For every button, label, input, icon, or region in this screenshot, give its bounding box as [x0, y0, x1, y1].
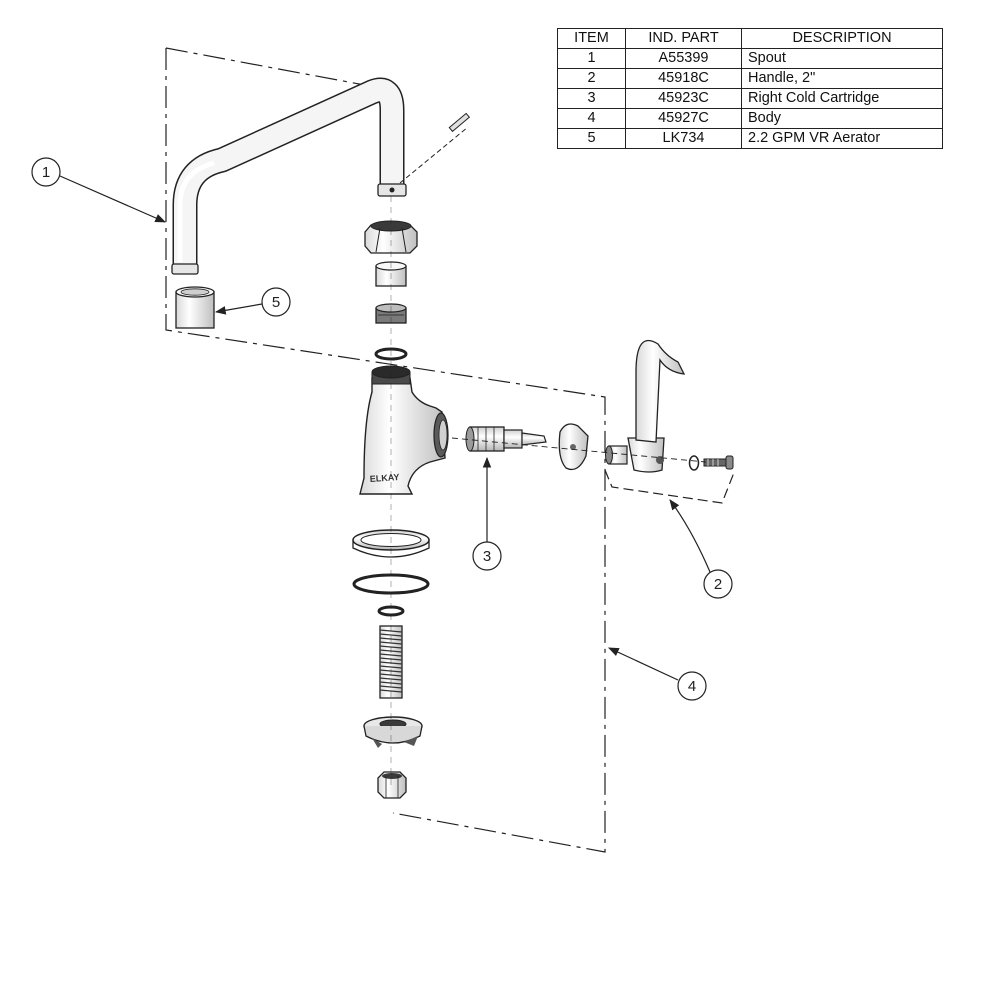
- part-description: Spout: [741, 48, 943, 69]
- item-number: 3: [557, 88, 626, 109]
- faucet-body: ELKAY: [359, 365, 449, 495]
- part-number: 45923C: [625, 88, 742, 109]
- svg-text:1: 1: [42, 164, 50, 181]
- cartridge: [465, 426, 547, 452]
- table-row: 5 LK734 2.2 GPM VR Aerator: [557, 128, 943, 149]
- coupling-nut: [364, 220, 418, 254]
- supply-hex-nut: [377, 771, 407, 799]
- table-row: 3 45923C Right Cold Cartridge: [557, 88, 943, 109]
- header-description: DESCRIPTION: [741, 28, 943, 49]
- callout-3: 3: [472, 456, 502, 571]
- item-number: 2: [557, 68, 626, 89]
- handle-group-outline: [604, 469, 736, 504]
- index-button: [558, 423, 589, 471]
- svg-text:3: 3: [483, 548, 491, 565]
- header-item: ITEM: [557, 28, 626, 49]
- horizontal-axis-line: [451, 437, 707, 463]
- item-number: 1: [557, 48, 626, 69]
- spout-o-ring: [374, 347, 408, 361]
- table-row: 1 A55399 Spout: [557, 48, 943, 69]
- item-number: 4: [557, 108, 626, 129]
- part-number: 45918C: [625, 68, 742, 89]
- callout-5: 5: [214, 287, 291, 317]
- aerator: [175, 286, 215, 329]
- handle: [605, 339, 686, 473]
- table-row: 2 45918C Handle, 2": [557, 68, 943, 89]
- part-description: Right Cold Cartridge: [741, 88, 943, 109]
- callout-1: 1: [31, 157, 166, 223]
- spout: [171, 77, 471, 275]
- header-ind-part: IND. PART: [625, 28, 742, 49]
- handle-screw: [688, 455, 734, 471]
- part-description: 2.2 GPM VR Aerator: [741, 128, 943, 149]
- assembly-group-outline: [165, 47, 606, 853]
- body-brand-mark: ELKAY: [369, 472, 399, 484]
- table-row: 4 45927C Body: [557, 108, 943, 129]
- part-description: Body: [741, 108, 943, 129]
- parts-table: ITEM IND. PART DESCRIPTION 1 A55399 Spou…: [557, 28, 943, 149]
- part-number: 45927C: [625, 108, 742, 129]
- part-description: Handle, 2": [741, 68, 943, 89]
- svg-text:2: 2: [714, 576, 722, 593]
- callout-4: 4: [608, 647, 707, 701]
- mounting-locknut: [363, 716, 423, 748]
- part-number: LK734: [625, 128, 742, 149]
- svg-text:4: 4: [688, 678, 696, 695]
- callout-2: 2: [669, 499, 733, 599]
- item-number: 5: [557, 128, 626, 149]
- parts-table-header: ITEM IND. PART DESCRIPTION: [557, 28, 943, 49]
- part-number: A55399: [625, 48, 742, 69]
- svg-text:5: 5: [272, 294, 280, 311]
